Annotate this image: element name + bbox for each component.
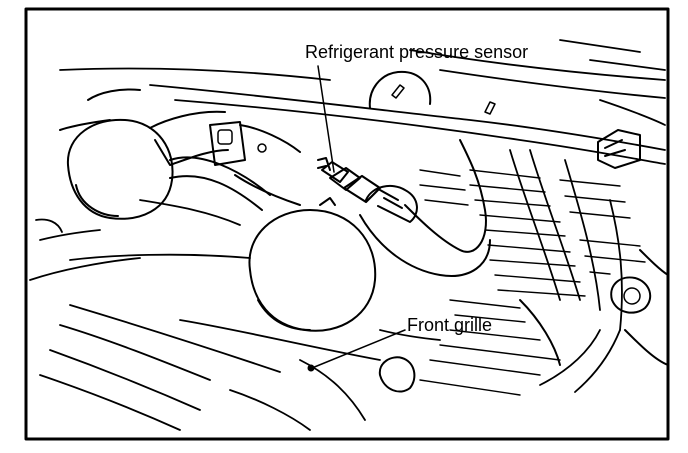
upper-body-panel [59,39,666,165]
round-headlight [248,197,377,332]
grille-leader-dot [307,364,315,372]
front-grille-hatching [419,169,646,396]
grille-label: Front grille [407,315,492,335]
grille-struts [509,149,623,393]
refrigerant-pressure-sensor [317,157,418,223]
hose [169,156,301,211]
bumper-marker [378,356,416,393]
diagram-frame [24,7,670,441]
upper-right-clip [597,129,641,169]
mount-bracket [209,121,301,166]
grille-leader-line [311,329,406,369]
left-round-component [59,88,229,220]
upper-bracket [368,70,496,115]
sensor-label: Refrigerant pressure sensor [305,42,528,62]
right-mount [610,249,669,366]
sensor-leader-line [317,65,335,173]
left-lower-panels [29,199,441,431]
sensor-wiring [359,139,561,366]
